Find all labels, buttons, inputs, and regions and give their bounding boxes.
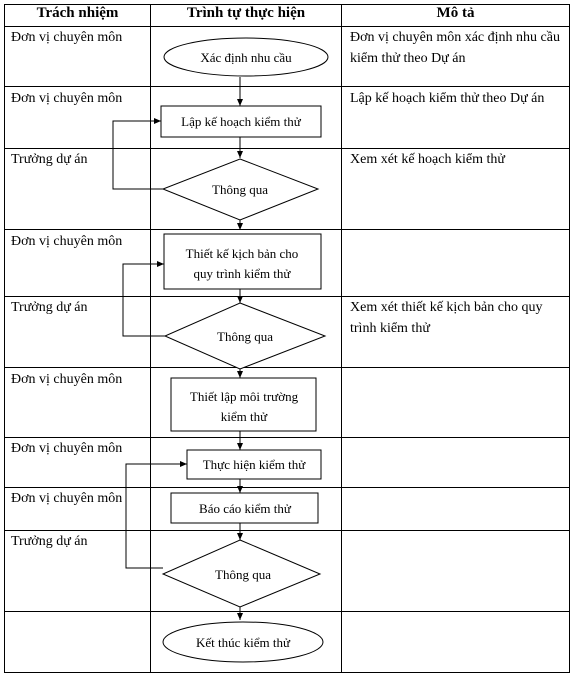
- approve2-label: Thông qua: [217, 329, 273, 344]
- approve2-decision: [163, 302, 327, 370]
- description-cell: Xem xét thiết kế kịch bản cho quy trình …: [350, 300, 543, 336]
- setup-label-line2: kiểm thử: [221, 409, 268, 424]
- end-label: Kết thúc kiểm thử: [196, 635, 291, 650]
- report-process-box: [170, 492, 319, 524]
- description-cell: Đơn vị chuyên môn xác định nhu cầu kiểm …: [350, 30, 560, 66]
- header-responsibility: Trách nhiệm: [36, 5, 119, 21]
- loop-approve1-to-plan: [112, 118, 163, 190]
- responsibility-cell: Đơn vị chuyên môn: [11, 491, 123, 506]
- description-cell: Xem xét kế hoạch kiểm thử: [350, 152, 505, 167]
- responsibility-cell: Đơn vị chuyên môn: [11, 30, 123, 45]
- responsibility-cell: Trưởng dự án: [11, 534, 88, 549]
- approve3-decision: [161, 539, 322, 608]
- responsibility-cell: Đơn vị chuyên môn: [11, 372, 123, 387]
- design-process-box: [163, 233, 322, 290]
- flow-shapes: [160, 37, 329, 663]
- responsibility-cell: Đơn vị chuyên môn: [11, 234, 123, 249]
- approve3-label: Thông qua: [215, 567, 271, 582]
- execute-label: Thực hiện kiểm thử: [203, 457, 306, 472]
- design-label-line2: quy trình kiểm thử: [194, 266, 292, 281]
- table-grid: [4, 4, 570, 673]
- loop-approve2-to-design: [122, 261, 165, 337]
- approve1-label: Thông qua: [212, 182, 268, 197]
- responsibility-cell: Đơn vị chuyên môn: [11, 91, 123, 106]
- end-terminal: [162, 621, 324, 663]
- plan-label: Lập kế hoạch kiểm thử: [181, 114, 302, 129]
- loop-approve3-to-execute: [125, 461, 187, 569]
- setup-label-line1: Thiết lập môi trường: [190, 389, 299, 404]
- setup-process-box: [170, 377, 317, 432]
- start-terminal: [163, 37, 329, 77]
- description-cell: Lập kế hoạch kiểm thử theo Dự án: [350, 91, 545, 106]
- plan-process-box: [160, 105, 322, 138]
- design-label-line1: Thiết kế kịch bản cho: [186, 246, 299, 261]
- responsibility-cell: Trưởng dự án: [11, 152, 88, 167]
- header-sequence: Trình tự thực hiện: [186, 5, 306, 21]
- responsibility-cell: Đơn vị chuyên môn: [11, 441, 123, 456]
- responsibility-cell: Trưởng dự án: [11, 300, 88, 315]
- setup-label: Thiết lập môi trường kiểm thử: [190, 389, 299, 424]
- execute-process-box: [186, 449, 322, 480]
- header-description: Mô tả: [436, 5, 475, 21]
- report-label: Báo cáo kiểm thử: [199, 501, 292, 516]
- flow-connectors: [112, 77, 243, 620]
- start-label: Xác định nhu cầu: [200, 50, 292, 65]
- approve1-decision: [161, 158, 320, 221]
- design-label: Thiết kế kịch bản cho quy trình kiểm thử: [186, 246, 299, 281]
